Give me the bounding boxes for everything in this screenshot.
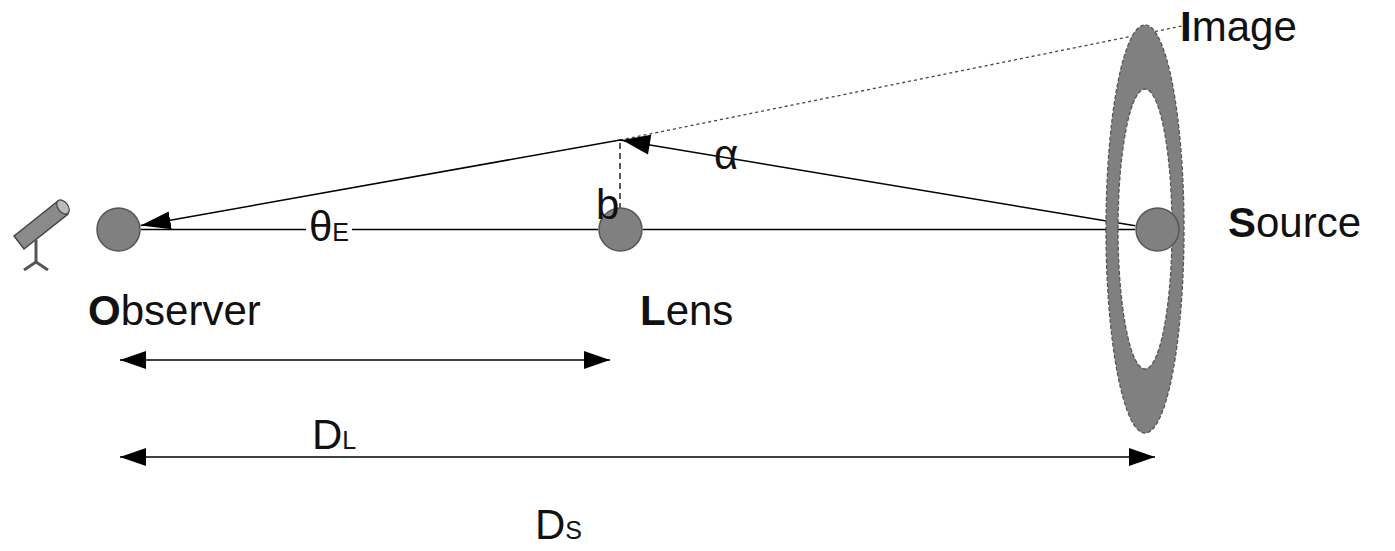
tripod-leg xyxy=(35,240,38,262)
body-circle xyxy=(97,208,140,251)
angle-label: θE xyxy=(306,206,352,248)
impact-parameter-label: b xyxy=(596,184,619,226)
telescope-icon xyxy=(14,198,72,270)
tripod-leg xyxy=(36,262,48,270)
circle-outline xyxy=(1135,207,1180,252)
observer-dot: Observer xyxy=(96,207,141,252)
node-label: Observer xyxy=(88,290,261,332)
optical-axis xyxy=(141,229,598,231)
tripod-leg xyxy=(24,262,36,270)
apparent-ray-line xyxy=(620,26,1182,140)
angle-label: α xyxy=(714,134,738,176)
ring-shape xyxy=(1106,25,1184,433)
dimension-arrow xyxy=(120,359,610,361)
light-ray xyxy=(141,140,1136,226)
node-label: Source xyxy=(1228,202,1361,244)
source-dot: Source xyxy=(1135,207,1180,252)
node-label: Lens xyxy=(640,290,733,332)
telescope-lens xyxy=(54,198,72,217)
optical-axis xyxy=(643,229,1135,231)
circle-outline xyxy=(96,207,141,252)
distance-label: DL xyxy=(312,414,356,456)
distance-label: DS xyxy=(535,504,582,546)
node-label: Image xyxy=(1180,6,1297,48)
dimension-arrow xyxy=(120,456,1155,458)
body-circle xyxy=(1136,208,1179,251)
